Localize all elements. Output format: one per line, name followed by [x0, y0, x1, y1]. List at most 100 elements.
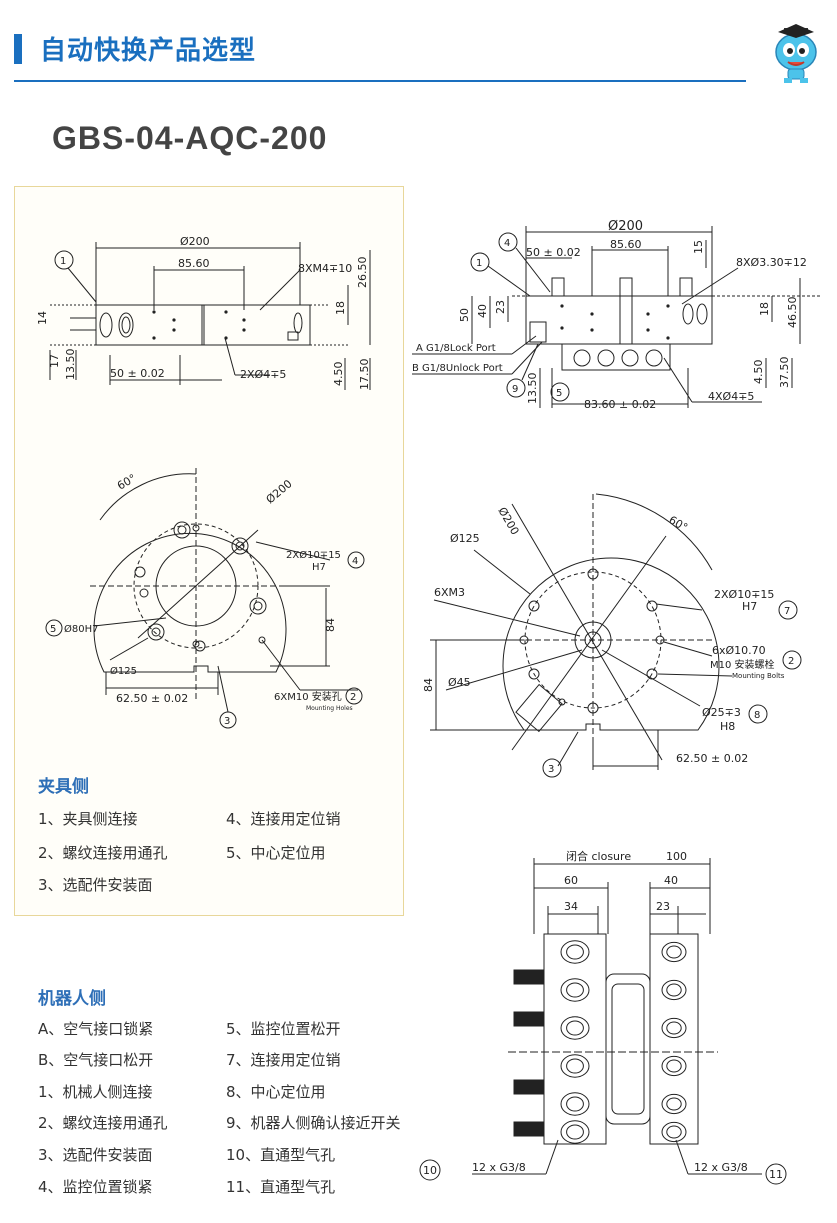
header-accent-bar — [14, 34, 22, 64]
dim-w60: 60 — [564, 874, 578, 887]
port-left: 12 x G3/8 — [472, 1161, 526, 1174]
port-hole — [560, 1120, 590, 1144]
callout-8: 8 — [754, 710, 760, 721]
tool-side-panel — [14, 186, 404, 916]
dim-center: Ø80H7 — [64, 623, 98, 635]
dim-thread: 6XM10 安装孔 — [274, 690, 342, 703]
port-hole-inner — [566, 982, 584, 998]
dim-hole: 8XM4∓10 — [298, 262, 352, 275]
robot-side-item: 2、螺纹连接用通孔 — [38, 1114, 168, 1132]
callout-5: 5 — [556, 388, 562, 399]
robot-side-top-drawing: Ø200 60° Ø125 6XM3 2XØ10∓15 H7 7 6xØ10.7… — [422, 493, 802, 778]
port-hole-inner — [666, 1097, 682, 1111]
dim-h2: 40 — [476, 304, 489, 318]
robot-side-item: 7、连接用定位销 — [226, 1051, 341, 1069]
model-number: GBS-04-AQC-200 — [52, 120, 328, 156]
dim-pin: 2XØ10∓15 — [714, 588, 774, 601]
dim-base: 50 ± 0.02 — [110, 367, 165, 380]
dim-pin: 2XØ10∓15 — [286, 549, 341, 561]
port-b: B G1/8Unlock Port — [412, 363, 503, 374]
tool-side-front-drawing: Ø200 85.60 8XM4∓10 1 26.50 18 14 17 13.5… — [36, 235, 371, 391]
robot-side-item: B、空气接口松开 — [38, 1051, 154, 1069]
dim-pin: 4XØ4∓5 — [708, 390, 754, 403]
port-hole — [661, 941, 687, 963]
dim-h7: 17.50 — [358, 359, 371, 391]
dim-h: 84 — [324, 618, 337, 632]
port-hole-inner — [666, 1125, 682, 1139]
robot-side-front-drawing: Ø200 50 ± 0.02 85.60 15 8XØ3.30∓12 50 40… — [412, 219, 822, 411]
callout-7: 7 — [784, 606, 790, 617]
dim-ang: 60° — [115, 472, 138, 493]
robot-side-item: 9、机器人侧确认接近开关 — [226, 1114, 401, 1132]
port-hole-inner — [566, 1124, 584, 1140]
dim-total: 100 — [666, 850, 687, 863]
dim-h1: 26.50 — [356, 257, 369, 289]
callout-5: 5 — [50, 624, 56, 635]
callout-2: 2 — [788, 656, 794, 667]
dim-center: Ø25∓3 — [702, 706, 741, 719]
robot-side-item: 8、中心定位用 — [226, 1083, 326, 1101]
dim-dia: Ø200 — [608, 219, 643, 234]
dim-ang: 60° — [667, 513, 690, 534]
callout-3: 3 — [224, 716, 230, 727]
dim-center2: H8 — [720, 720, 735, 733]
dim-h7: 37.50 — [778, 357, 791, 389]
tool-side-item: 5、中心定位用 — [226, 844, 326, 862]
port-hole — [560, 978, 590, 1002]
dim-w1: 50 ± 0.02 — [526, 246, 581, 259]
dim-w2: 85.60 — [610, 238, 642, 251]
dim-w40: 40 — [664, 874, 678, 887]
port-hole-inner — [566, 1058, 584, 1074]
port-hole-inner — [666, 1021, 682, 1035]
robot-side-title: 机器人侧 — [38, 989, 106, 1009]
dim-dia: Ø200 — [180, 235, 210, 248]
dim-base: 83.60 ± 0.02 — [584, 398, 656, 411]
tool-side-top-drawing: 60° Ø200 2XØ10∓15 H7 4 5 Ø80H7 84 Ø125 6… — [45, 468, 365, 729]
dim-small: Ø45 — [448, 676, 471, 689]
dim-closure: 闭合 closure — [566, 849, 631, 863]
dim-pcd: Ø125 — [450, 532, 480, 545]
port-hole — [560, 1054, 590, 1078]
robot-side-item: 11、直通型气孔 — [226, 1178, 336, 1196]
port-hole-inner — [566, 944, 584, 960]
dim-bolt-en: Mounting Bolts — [732, 672, 785, 680]
callout-10: 10 — [423, 1164, 437, 1177]
dim-bolt: 6xØ10.70 — [712, 644, 766, 657]
dim-dia: Ø200 — [264, 477, 295, 506]
dim-h: 84 — [422, 678, 435, 692]
dim-h1: 50 — [458, 308, 471, 322]
dim-w34: 34 — [564, 900, 578, 913]
port-hole — [661, 1017, 687, 1039]
port-hole — [661, 979, 687, 1001]
dim-thread-en: Mounting Holes — [306, 705, 353, 712]
tool-side-title: 夹具侧 — [38, 777, 89, 797]
callout-1: 1 — [60, 256, 66, 267]
dim-h6: 4.50 — [332, 362, 345, 387]
dim-h4: 17 — [48, 354, 61, 368]
callout-3: 3 — [548, 764, 554, 775]
callout-4: 4 — [352, 556, 358, 567]
tool-side-item: 1、夹具侧连接 — [38, 810, 138, 828]
dim-h2: 18 — [334, 301, 347, 315]
dim-pin: 2XØ4∓5 — [240, 368, 286, 381]
tool-side-item: 4、连接用定位销 — [226, 810, 341, 828]
page-title: 自动快换产品选型 — [40, 36, 257, 66]
dim-pin2: H7 — [742, 600, 757, 613]
dim-h3: 14 — [36, 311, 49, 325]
header-divider — [14, 80, 746, 82]
dim-base: 62.50 ± 0.02 — [676, 752, 748, 765]
callout-11: 11 — [769, 1168, 783, 1181]
mascot-logo-icon — [775, 24, 817, 83]
robot-side-item: 1、机械人侧连接 — [38, 1083, 153, 1101]
dim-bolt2: M10 安装螺栓 — [710, 658, 775, 671]
dim-base: 62.50 ± 0.02 — [116, 692, 188, 705]
dim-h15: 15 — [692, 240, 705, 254]
port-side-drawing: 闭合 closure 100 60 40 34 23 10 12 x G3/8 … — [419, 849, 787, 1185]
robot-side-item: 4、监控位置锁紧 — [38, 1178, 153, 1196]
port-hole-inner — [666, 1059, 682, 1073]
dim-m3: 6XM3 — [434, 586, 465, 599]
port-hole-inner — [566, 1096, 584, 1112]
dim-dia: Ø200 — [495, 505, 521, 537]
tool-side-item: 3、选配件安装面 — [38, 876, 153, 894]
dim-h8: 13.50 — [526, 373, 539, 405]
